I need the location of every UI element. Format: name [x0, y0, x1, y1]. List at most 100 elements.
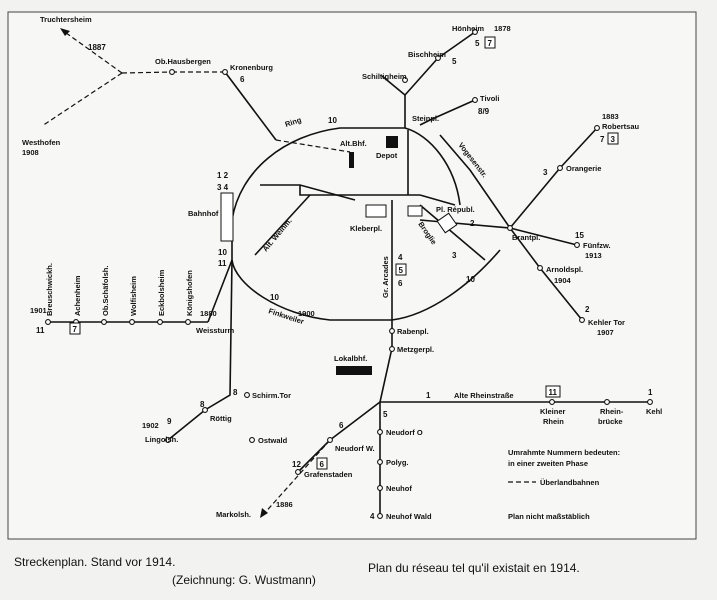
label-robertsau: Robertsau — [602, 122, 640, 131]
label-grafenstaden: Grafenstaden — [304, 470, 353, 479]
label-kehler-tor: Kehler Tor — [588, 318, 625, 327]
map-border — [7, 11, 697, 540]
num-7-robertsau: 7 — [600, 135, 605, 144]
num-6-arcades: 6 — [398, 279, 403, 288]
label-neudorf-o: Neudorf O — [386, 428, 423, 437]
num-1-rhein: 1 — [426, 391, 431, 400]
num-6-neudorf: 6 — [339, 421, 344, 430]
label-lokalbhf: Lokalbhf. — [334, 354, 367, 363]
stop-tivoli — [472, 97, 478, 103]
stop-koenigshofen — [185, 319, 191, 325]
boxed-5-arcades — [395, 263, 407, 276]
caption-de-credit: (Zeichnung: G. Wustmann) — [172, 573, 316, 587]
num-4-arcades: 4 — [398, 253, 403, 262]
num-8-schirm: 8 — [233, 388, 238, 397]
label-pl-republ: Pl. Républ. — [436, 205, 475, 214]
num-7-breusch: 7 — [73, 325, 78, 334]
stop-ostwald — [249, 437, 255, 443]
boxed-7-hoenheim — [484, 36, 496, 49]
stop-rheinbruecke — [604, 399, 610, 405]
label-kehler-tor-year: 1907 — [597, 328, 614, 337]
num-2-kehl: 2 — [585, 305, 590, 314]
legend: Umrahmte Nummern bedeuten: in einer zwei… — [508, 448, 620, 521]
tram-lines — [48, 31, 650, 516]
label-kleiner-rhein: Kleiner — [540, 407, 566, 416]
label-depot: Depot — [376, 151, 398, 160]
label-truchtersheim: Truchtersheim — [40, 15, 92, 24]
label-arnoldspl: Arnoldspl. — [546, 265, 583, 274]
num-1-2-bahnhof: 1 2 — [217, 171, 229, 180]
stop-neuhof-wald — [377, 513, 383, 519]
label-bahnhof: Bahnhof — [188, 209, 219, 218]
label-kleiner-rhein-2: Rhein — [543, 417, 564, 426]
stop-brantpl — [507, 225, 513, 231]
stop-schirm-tor — [244, 392, 250, 398]
stop-grafenstaden — [295, 469, 301, 475]
label-alt-bhf: Alt.Bhf. — [340, 139, 367, 148]
num-10-arnold: 10 — [466, 275, 475, 284]
num-6-kronenburg: 6 — [240, 75, 245, 84]
kleberpl-square — [365, 204, 387, 218]
alt-bhf-block — [349, 152, 354, 168]
station-labels: Truchtersheim 1887 Westhofen 1908 Ob.Hau… — [22, 15, 662, 521]
boxed-11-rhein — [545, 385, 561, 398]
stop-ob-schaefolsh — [101, 319, 107, 325]
label-arnoldspl-year: 1904 — [554, 276, 572, 285]
broglie-square — [407, 205, 423, 217]
label-roettig: Röttig — [210, 414, 232, 423]
num-1-kehl: 1 — [648, 388, 653, 397]
stop-neuhof — [377, 485, 383, 491]
legend-line-3: Überlandbahnen — [540, 478, 600, 487]
num-5-bischheim: 5 — [452, 57, 457, 66]
stop-ob-hausbergen — [169, 69, 175, 75]
label-kronenburg: Kronenburg — [230, 63, 273, 72]
stop-bischheim — [435, 55, 441, 61]
label-brantpl: Brantpl. — [512, 233, 540, 242]
label-alte-rheinstrasse: Alte Rheinstraße — [454, 391, 514, 400]
legend-line-1: Umrahmte Nummern bedeuten: — [508, 448, 620, 457]
stop-robertsau — [594, 125, 600, 131]
label-ostwald: Ostwald — [258, 436, 288, 445]
label-neudorf-w: Neudorf W. — [335, 444, 375, 453]
label-schirm-tor: Schirm.Tor — [252, 391, 291, 400]
label-neuhof: Neuhof — [386, 484, 412, 493]
stop-metzgerpl — [389, 346, 395, 352]
stop-lingolsh — [165, 437, 171, 443]
label-kleberpl: Kleberpl. — [350, 224, 382, 233]
num-8-9-tivoli: 8/9 — [478, 107, 490, 116]
label-weissturm: Weissturm — [196, 326, 235, 335]
boxed-6-grafen — [316, 457, 328, 470]
label-achenheim: Achenheim — [73, 275, 82, 316]
stop-rabenpl — [389, 328, 395, 334]
stop-kehl — [647, 399, 653, 405]
boxed-7-breusch — [69, 322, 81, 335]
label-tivoli: Tivoli — [480, 94, 499, 103]
label-wolfisheim: Wolfisheim — [129, 276, 138, 316]
caption: Streckenplan. Stand vor 1914. (Zeichnung… — [14, 555, 580, 587]
label-year-1887: 1887 — [88, 43, 106, 52]
label-robertsau-year: 1883 — [602, 112, 619, 121]
stop-roettig — [202, 407, 208, 413]
num-3-broglie: 3 — [452, 251, 457, 260]
num-3-orangerie: 3 — [543, 168, 548, 177]
caption-fr-title: Plan du réseau tel qu'il existait en 191… — [368, 561, 580, 575]
stop-breuschwickh — [45, 319, 51, 325]
num-3-4-bahnhof: 3 4 — [217, 183, 229, 192]
label-rabenpl: Rabenpl. — [397, 327, 429, 336]
stop-kehler-tor — [579, 317, 585, 323]
num-4-neuhof: 4 — [370, 512, 375, 521]
label-fuenfzw: Fünfzw. — [583, 241, 611, 250]
legend-line-2: in einer zweiten Phase — [508, 459, 588, 468]
markolsh-arrow — [260, 508, 268, 518]
label-rheinbruecke-2: brücke — [598, 417, 623, 426]
num-15-fuenfzw: 15 — [575, 231, 584, 240]
label-markolsh: Markolsh. — [216, 510, 251, 519]
label-hoenheim: Hönheim — [452, 24, 484, 33]
num-8-roettig: 8 — [200, 400, 205, 409]
bahnhof-platform — [220, 192, 234, 242]
republ-square — [436, 212, 458, 234]
label-schiltigheim: Schiltigheim — [362, 72, 407, 81]
stop-schiltigheim — [402, 77, 408, 83]
label-polyg: Polyg. — [386, 458, 409, 467]
num-10-finkw: 10 — [270, 293, 279, 302]
